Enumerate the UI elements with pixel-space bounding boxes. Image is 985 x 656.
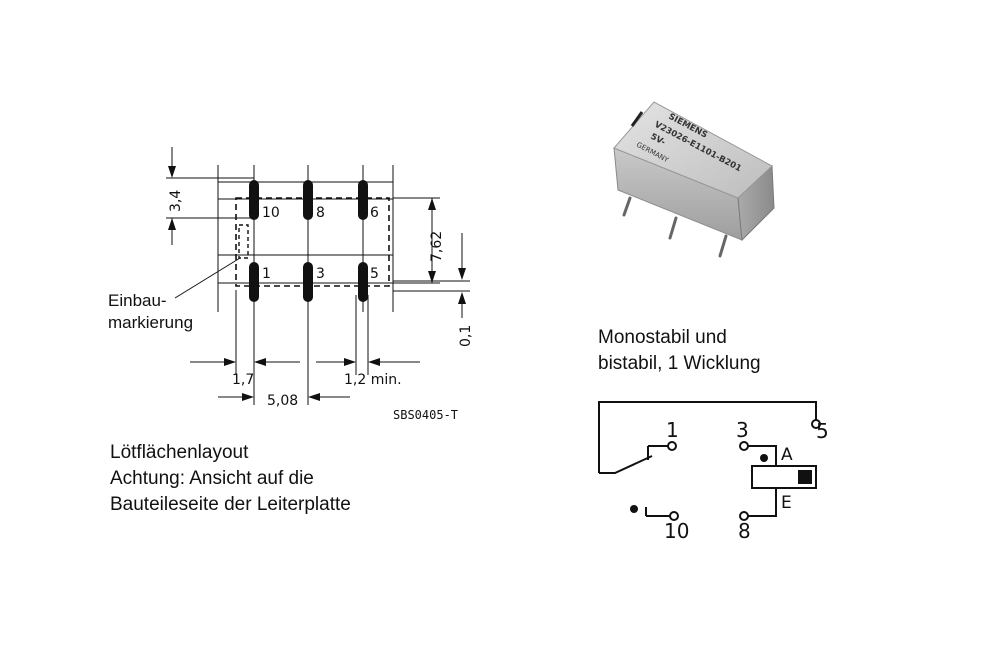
schematic-pin-5: 5 bbox=[816, 419, 829, 443]
drawing-number: SBS0405-T bbox=[393, 408, 458, 422]
schematic-caption-line1: Monostabil und bbox=[598, 327, 727, 348]
solder-pads bbox=[249, 180, 368, 302]
layout-caption-line2: Achtung: Ansicht auf die bbox=[110, 468, 314, 489]
coil-terminal-e: E bbox=[781, 493, 792, 513]
dimension-3-4: 3,4 bbox=[168, 190, 184, 212]
dimension-0-1: 0,1 bbox=[458, 325, 474, 347]
coil-terminal-a: A bbox=[781, 445, 793, 465]
layout-caption: Lötflächenlayout Achtung: Ansicht auf di… bbox=[110, 440, 351, 518]
schematic-caption: Monostabil und bistabil, 1 Wicklung bbox=[598, 325, 761, 377]
relay-schematic bbox=[598, 401, 821, 521]
schematic-pin-8: 8 bbox=[738, 519, 751, 543]
installation-marker bbox=[238, 224, 249, 259]
pin-label-10: 10 bbox=[262, 205, 280, 221]
schematic-caption-line2: bistabil, 1 Wicklung bbox=[598, 353, 761, 374]
pin-label-6: 6 bbox=[370, 205, 379, 221]
pad-6 bbox=[358, 180, 368, 220]
schematic-pin-3: 3 bbox=[736, 418, 749, 442]
pad-5 bbox=[358, 262, 368, 302]
schematic-pin-10: 10 bbox=[664, 519, 689, 543]
pin-label-1: 1 bbox=[262, 266, 271, 282]
pin-label-5: 5 bbox=[370, 266, 379, 282]
relay-photo: SIEMENS V23026-E1101-B201 5V- GERMANY bbox=[613, 101, 775, 258]
dimension-5-08: 5,08 bbox=[267, 393, 298, 409]
marker-label-line1: Einbau- bbox=[108, 291, 167, 310]
dimension-1-7: 1,7 bbox=[232, 372, 254, 388]
schematic-pin-1: 1 bbox=[666, 418, 679, 442]
dimension-1-2-min: 1,2 min. bbox=[344, 372, 402, 388]
pad-3 bbox=[303, 262, 313, 302]
coil-marker bbox=[798, 470, 812, 484]
layout-caption-line1: Lötflächenlayout bbox=[110, 442, 249, 463]
dimension-7-62: 7,62 bbox=[429, 231, 445, 262]
pin-label-8: 8 bbox=[316, 205, 325, 221]
layout-caption-line3: Bauteileseite der Leiterplatte bbox=[110, 494, 351, 515]
marker-label-line2: markierung bbox=[108, 313, 193, 332]
pad-1 bbox=[249, 262, 259, 302]
pad-8 bbox=[303, 180, 313, 220]
pin-label-3: 3 bbox=[316, 266, 325, 282]
pad-10 bbox=[249, 180, 259, 220]
